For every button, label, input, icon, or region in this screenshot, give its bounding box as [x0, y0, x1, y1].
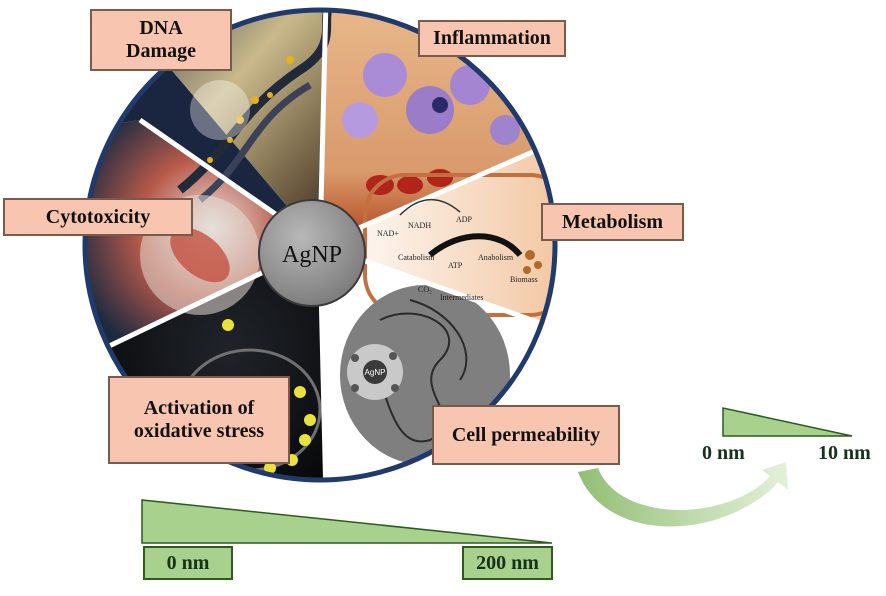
metab-adp: ADP [456, 215, 473, 224]
label-metabolism: Metabolism [541, 203, 684, 241]
center-agnp-label: AgNP [282, 242, 342, 268]
label-inflammation: Inflammation [418, 20, 566, 57]
large-scale-min-label: 0 nm [143, 546, 233, 580]
permeability-agnp-label: AgNP [365, 368, 386, 377]
metab-co2: CO₂ [418, 285, 432, 294]
metab-nad: NAD+ [377, 229, 399, 238]
small-scale-wedge [722, 407, 853, 437]
label-oxidative-stress: Activation of oxidative stress [108, 376, 290, 464]
small-scale-min-label: 0 nm [702, 442, 745, 464]
label-cell-permeability: Cell permeability [432, 405, 620, 465]
metab-nadh: NADH [408, 221, 431, 230]
metabolism-diagram: NAD+ NADH ADP ATP Catabolism Anabolism C… [377, 198, 542, 302]
label-dna-damage: DNA Damage [90, 9, 232, 71]
large-scale-wedge [141, 499, 553, 544]
metab-catabolism: Catabolism [398, 253, 435, 262]
sector-metabolism [320, 140, 555, 330]
label-cytotoxicity: Cytotoxicity [3, 198, 193, 236]
wheel-outer-ring [82, 7, 558, 483]
center-agnp-circle [258, 199, 366, 307]
large-scale-max-label: 200 nm [462, 546, 553, 580]
metab-atp: ATP [448, 261, 463, 270]
metab-anabolism: Anabolism [478, 253, 514, 262]
small-scale-max-label: 10 nm [818, 442, 871, 464]
metab-intermediates: Intermediates [440, 293, 484, 302]
size-arrow [578, 462, 788, 527]
metab-biomass: Biomass [510, 275, 538, 284]
cytotoxicity-nucleus [170, 227, 230, 283]
